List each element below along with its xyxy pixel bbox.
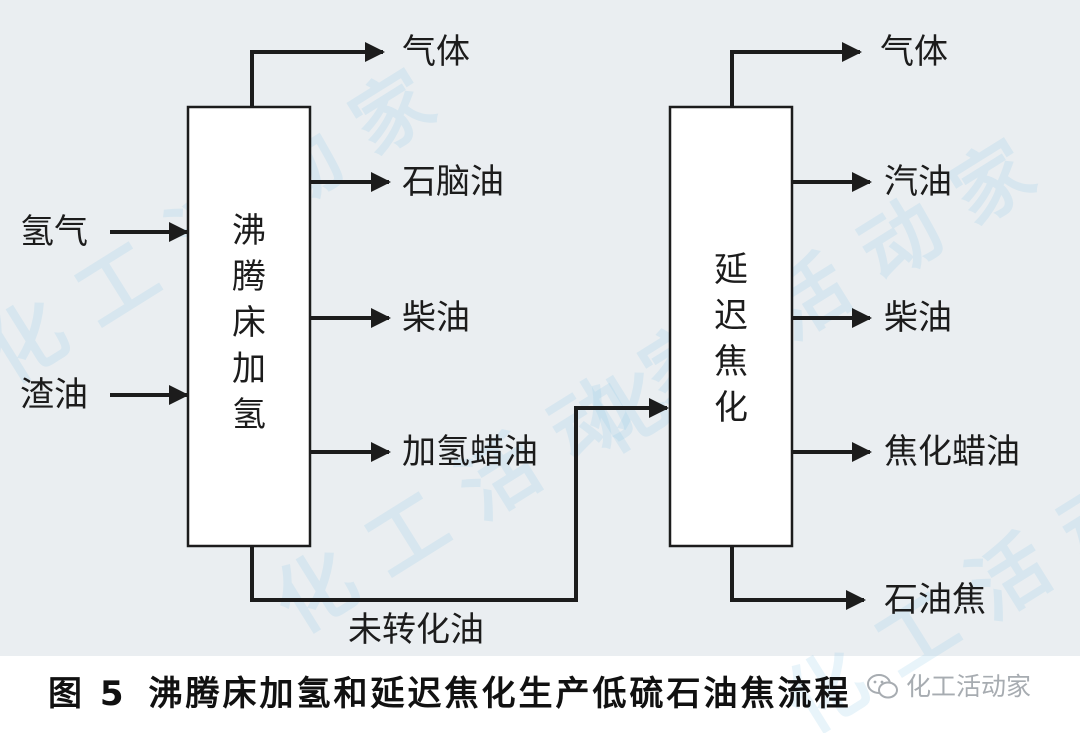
output-label-b-coker-wax-oil: 焦化蜡油	[884, 432, 1020, 472]
output-label-a-naphtha: 石脑油	[402, 162, 504, 202]
watermark-text: 化工活动家	[906, 672, 1032, 701]
wechat-icon	[867, 674, 898, 699]
flow-diagram	[110, 42, 872, 610]
figure-number: 图 5	[48, 674, 127, 714]
output-arrow-b-gas	[730, 42, 862, 107]
diagram-panel	[0, 0, 1080, 656]
output-label-b-petroleum-coke: 石油焦	[884, 580, 986, 620]
watermark-badge: 化工活动家	[866, 672, 1031, 702]
output-label-a-diesel: 柴油	[402, 298, 470, 338]
unit-b-label: 延迟焦化	[714, 250, 748, 428]
output-label-a-wax-oil: 加氢蜡油	[402, 432, 538, 472]
output-label-b-gas: 气体	[880, 32, 948, 72]
input-label-hydrogen: 氢气	[20, 212, 88, 252]
output-label-b-diesel: 柴油	[884, 298, 952, 338]
unit-a-label: 沸腾床加氢	[232, 211, 266, 435]
figure-caption: 图 5 沸腾床加氢和延迟焦化生产低硫石油焦流程	[48, 668, 852, 720]
unit-a-box	[186, 105, 312, 548]
input-label-residue: 渣油	[20, 375, 88, 415]
figure-title: 沸腾床加氢和延迟焦化生产低硫石油焦流程	[148, 674, 852, 714]
output-arrow-a-gas	[250, 42, 385, 107]
output-label-a-gas: 气体	[402, 32, 470, 72]
connector-label-unconverted-oil: 未转化油	[348, 610, 484, 650]
output-label-b-gasoline: 汽油	[884, 162, 952, 202]
output-arrow-b-petroleum-coke	[730, 546, 866, 610]
connector-arrow-unconverted-oil	[250, 398, 669, 602]
